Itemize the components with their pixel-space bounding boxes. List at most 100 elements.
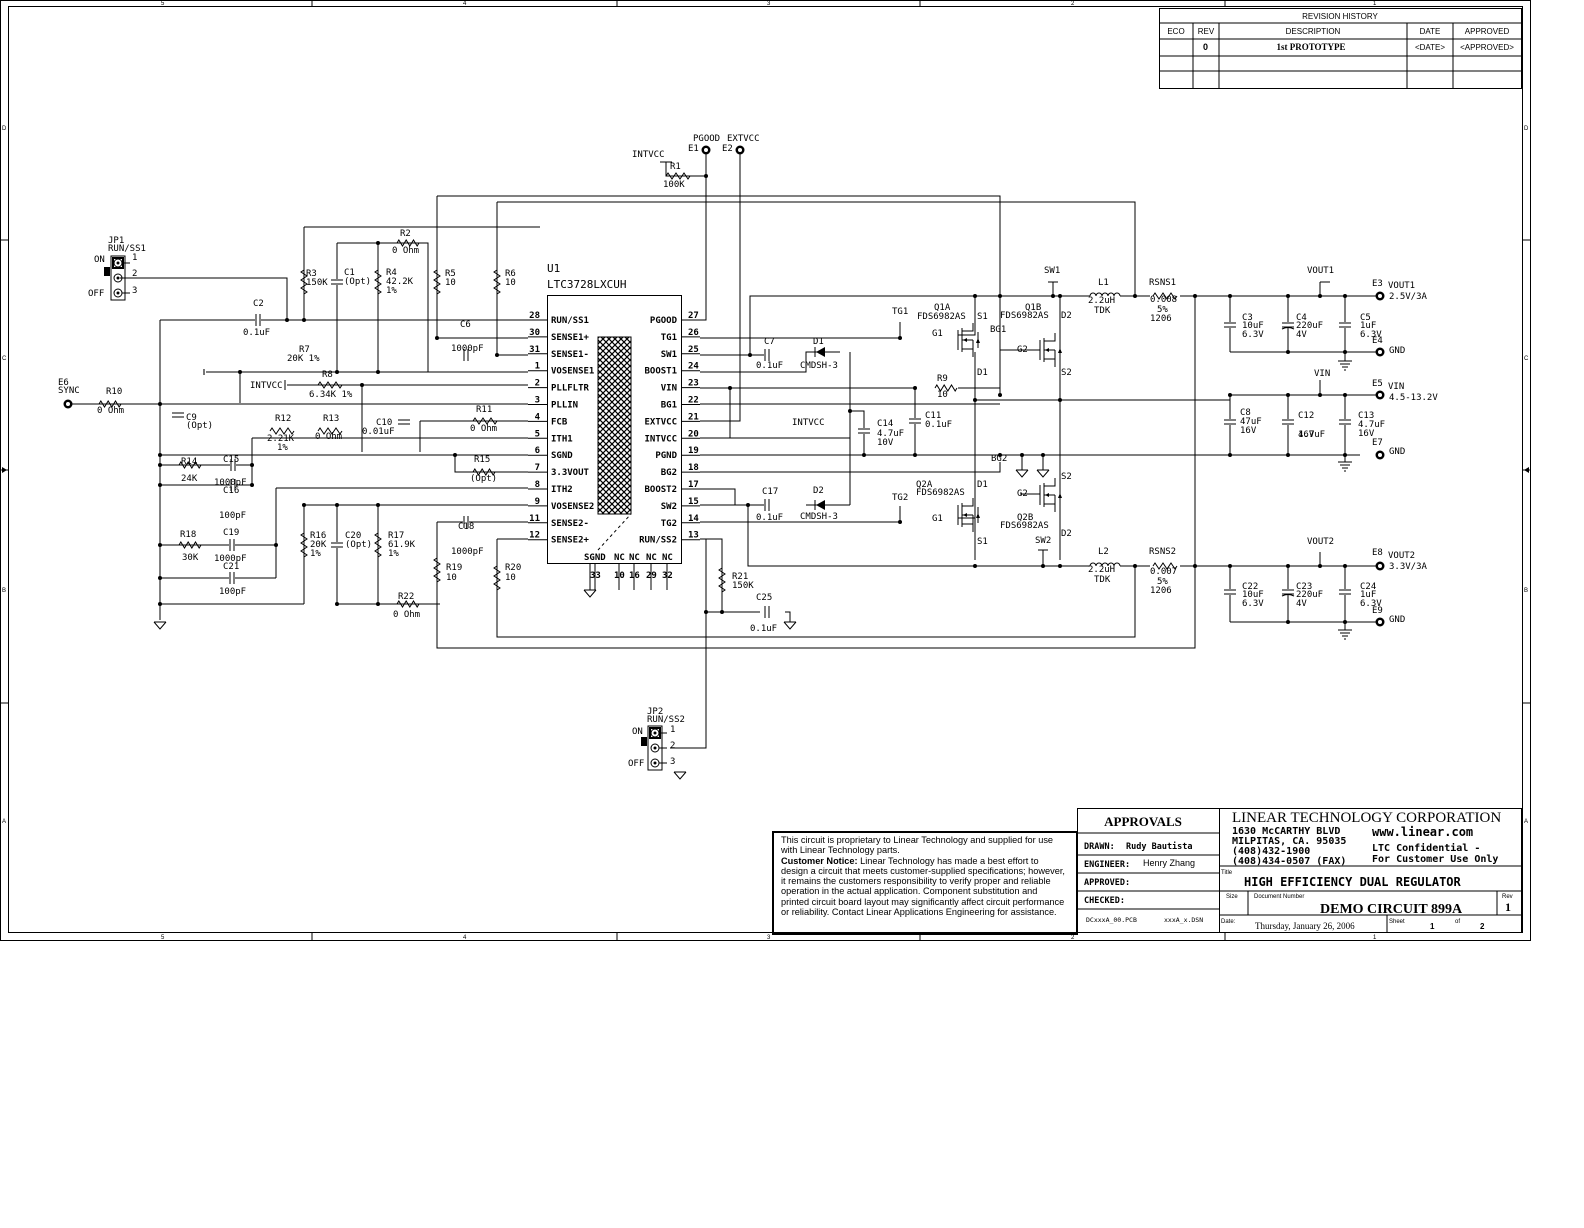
approvals-title: APPROVALS: [1104, 814, 1182, 829]
ic-pin-name: VOSENSE2: [551, 502, 594, 512]
component-label: FDS6982AS: [916, 488, 965, 498]
svg-text:of: of: [1455, 919, 1460, 925]
component-label: 2: [132, 269, 137, 279]
svg-text:C: C: [1524, 356, 1529, 362]
svg-text:DESCRIPTION: DESCRIPTION: [1286, 27, 1341, 36]
component-label: PGOOD: [693, 134, 720, 144]
resistor-symbol: [719, 568, 725, 592]
component-label: C15: [223, 455, 239, 465]
jumper-pin: [117, 292, 120, 295]
svg-text:0: 0: [1203, 42, 1208, 52]
notice-line1: This circuit is proprietary to Linear Te…: [781, 835, 1053, 855]
mosfet-symbol: [962, 524, 973, 532]
company-name: LINEAR TECHNOLOGY CORPORATION: [1232, 810, 1501, 826]
ic-pin-name: FCB: [551, 417, 568, 427]
ic-pin-name: SW1: [661, 350, 677, 360]
ic-bottom-pin-name: NC: [662, 553, 673, 563]
component-label: 100pF: [219, 587, 246, 597]
terminal-symbol: [1378, 620, 1382, 624]
ic-pin-name: PLLFLTR: [551, 384, 590, 394]
component-label: TDK: [1094, 575, 1111, 585]
component-label: 10: [937, 390, 948, 400]
ic-pin-number: 7: [535, 463, 540, 473]
ic-pin-number: 2: [535, 379, 540, 389]
component-label: D1: [813, 337, 824, 347]
component-label: 2.5V/3A: [1389, 292, 1428, 302]
ic-part: LTC3728LXCUH: [547, 278, 626, 291]
component-label: CMDSH-3: [800, 512, 838, 522]
component-label: 100K: [663, 180, 685, 190]
component-label: 3: [670, 757, 675, 767]
ic-pin-name: SENSE2+: [551, 536, 590, 546]
component-label: S1: [977, 312, 988, 322]
component-label: VIN: [1388, 382, 1404, 392]
ic-pin-number: 4: [535, 412, 541, 422]
component-label: 4V: [1296, 330, 1307, 340]
jumper-pin: [654, 732, 657, 735]
ic-pin-name: ITH2: [551, 485, 573, 495]
mosfet-symbol: [1044, 478, 1055, 486]
svg-text:A: A: [2, 819, 6, 825]
component-label: INTVCC: [792, 418, 825, 428]
resistor-symbol: [434, 270, 440, 294]
ic-pin-number: 15: [688, 497, 699, 507]
component-label: E2: [722, 144, 733, 154]
ground-symbol: [674, 772, 686, 779]
component-labels: JP1RUN/SS1ONOFF123JP2RUN/SS2ONOFF123E6SY…: [58, 134, 1438, 769]
ic-pin-number: 14: [688, 514, 699, 524]
component-label: SW1: [1044, 266, 1060, 276]
ic-pin-number: 18: [688, 463, 699, 473]
component-label: R2: [400, 229, 411, 239]
svg-text:APPROVED: APPROVED: [1465, 27, 1510, 36]
component-label: FDS6982AS: [1000, 311, 1049, 321]
mosfet-symbol: [963, 513, 967, 517]
component-label: 1: [670, 725, 675, 735]
ic-pin-name: BOOST2: [644, 485, 677, 495]
component-label: 6.3V: [1360, 599, 1382, 609]
svg-text:D: D: [2, 126, 7, 132]
ic-pin-name: BG1: [661, 401, 677, 411]
component-label: BG2: [991, 454, 1007, 464]
ic-pin-number: 24: [688, 362, 699, 372]
component-label: 1000pF: [451, 344, 484, 354]
resistor-symbol: [666, 173, 690, 179]
jumper-pin: [654, 762, 657, 765]
component-label: D1: [977, 368, 988, 378]
component-label: R19: [446, 563, 462, 573]
resistor-symbol: [375, 533, 381, 557]
component-label: VIN: [1314, 369, 1330, 379]
ic-bottom-pin-name: NC: [629, 553, 640, 563]
component-label: C2: [253, 299, 264, 309]
ic-pin-name: PLLIN: [551, 401, 578, 411]
component-label: C19: [223, 528, 239, 538]
component-label: SYNC: [58, 386, 80, 396]
component-label: INTVCC: [632, 150, 665, 160]
svg-text:<APPROVED>: <APPROVED>: [1460, 43, 1514, 52]
wires: [68, 150, 1380, 748]
component-label: FDS6982AS: [1000, 521, 1049, 531]
component-label: C12: [1298, 411, 1314, 421]
component-label: EXTVCC: [727, 134, 760, 144]
ic-pin-number: 21: [688, 412, 699, 422]
component-label: G1: [932, 329, 943, 339]
proprietary-notice: This circuit is proprietary to Linear Te…: [781, 835, 1066, 917]
ic-pin-number: 20: [688, 429, 699, 439]
resistor-symbol: [494, 270, 500, 294]
component-label: R20: [505, 563, 521, 573]
component-label: R1: [670, 162, 681, 172]
ground-symbol: [584, 590, 596, 597]
component-label: 6.3V: [1360, 330, 1382, 340]
svg-text:For Customer Use Only: For Customer Use Only: [1372, 854, 1498, 865]
component-label: R10: [106, 387, 122, 397]
ic-bottom-pin-number: 16: [629, 571, 640, 581]
svg-text:ENGINEER:: ENGINEER:: [1084, 860, 1130, 870]
ic-pin-number: 17: [688, 480, 699, 490]
component-label: VOUT2: [1388, 551, 1415, 561]
svg-text:Size: Size: [1226, 894, 1238, 900]
component-label: 1206: [1150, 586, 1172, 596]
svg-text:Sheet: Sheet: [1389, 919, 1405, 925]
ic-pin-number: 22: [688, 396, 699, 406]
component-label: 0.01uF: [362, 427, 395, 437]
